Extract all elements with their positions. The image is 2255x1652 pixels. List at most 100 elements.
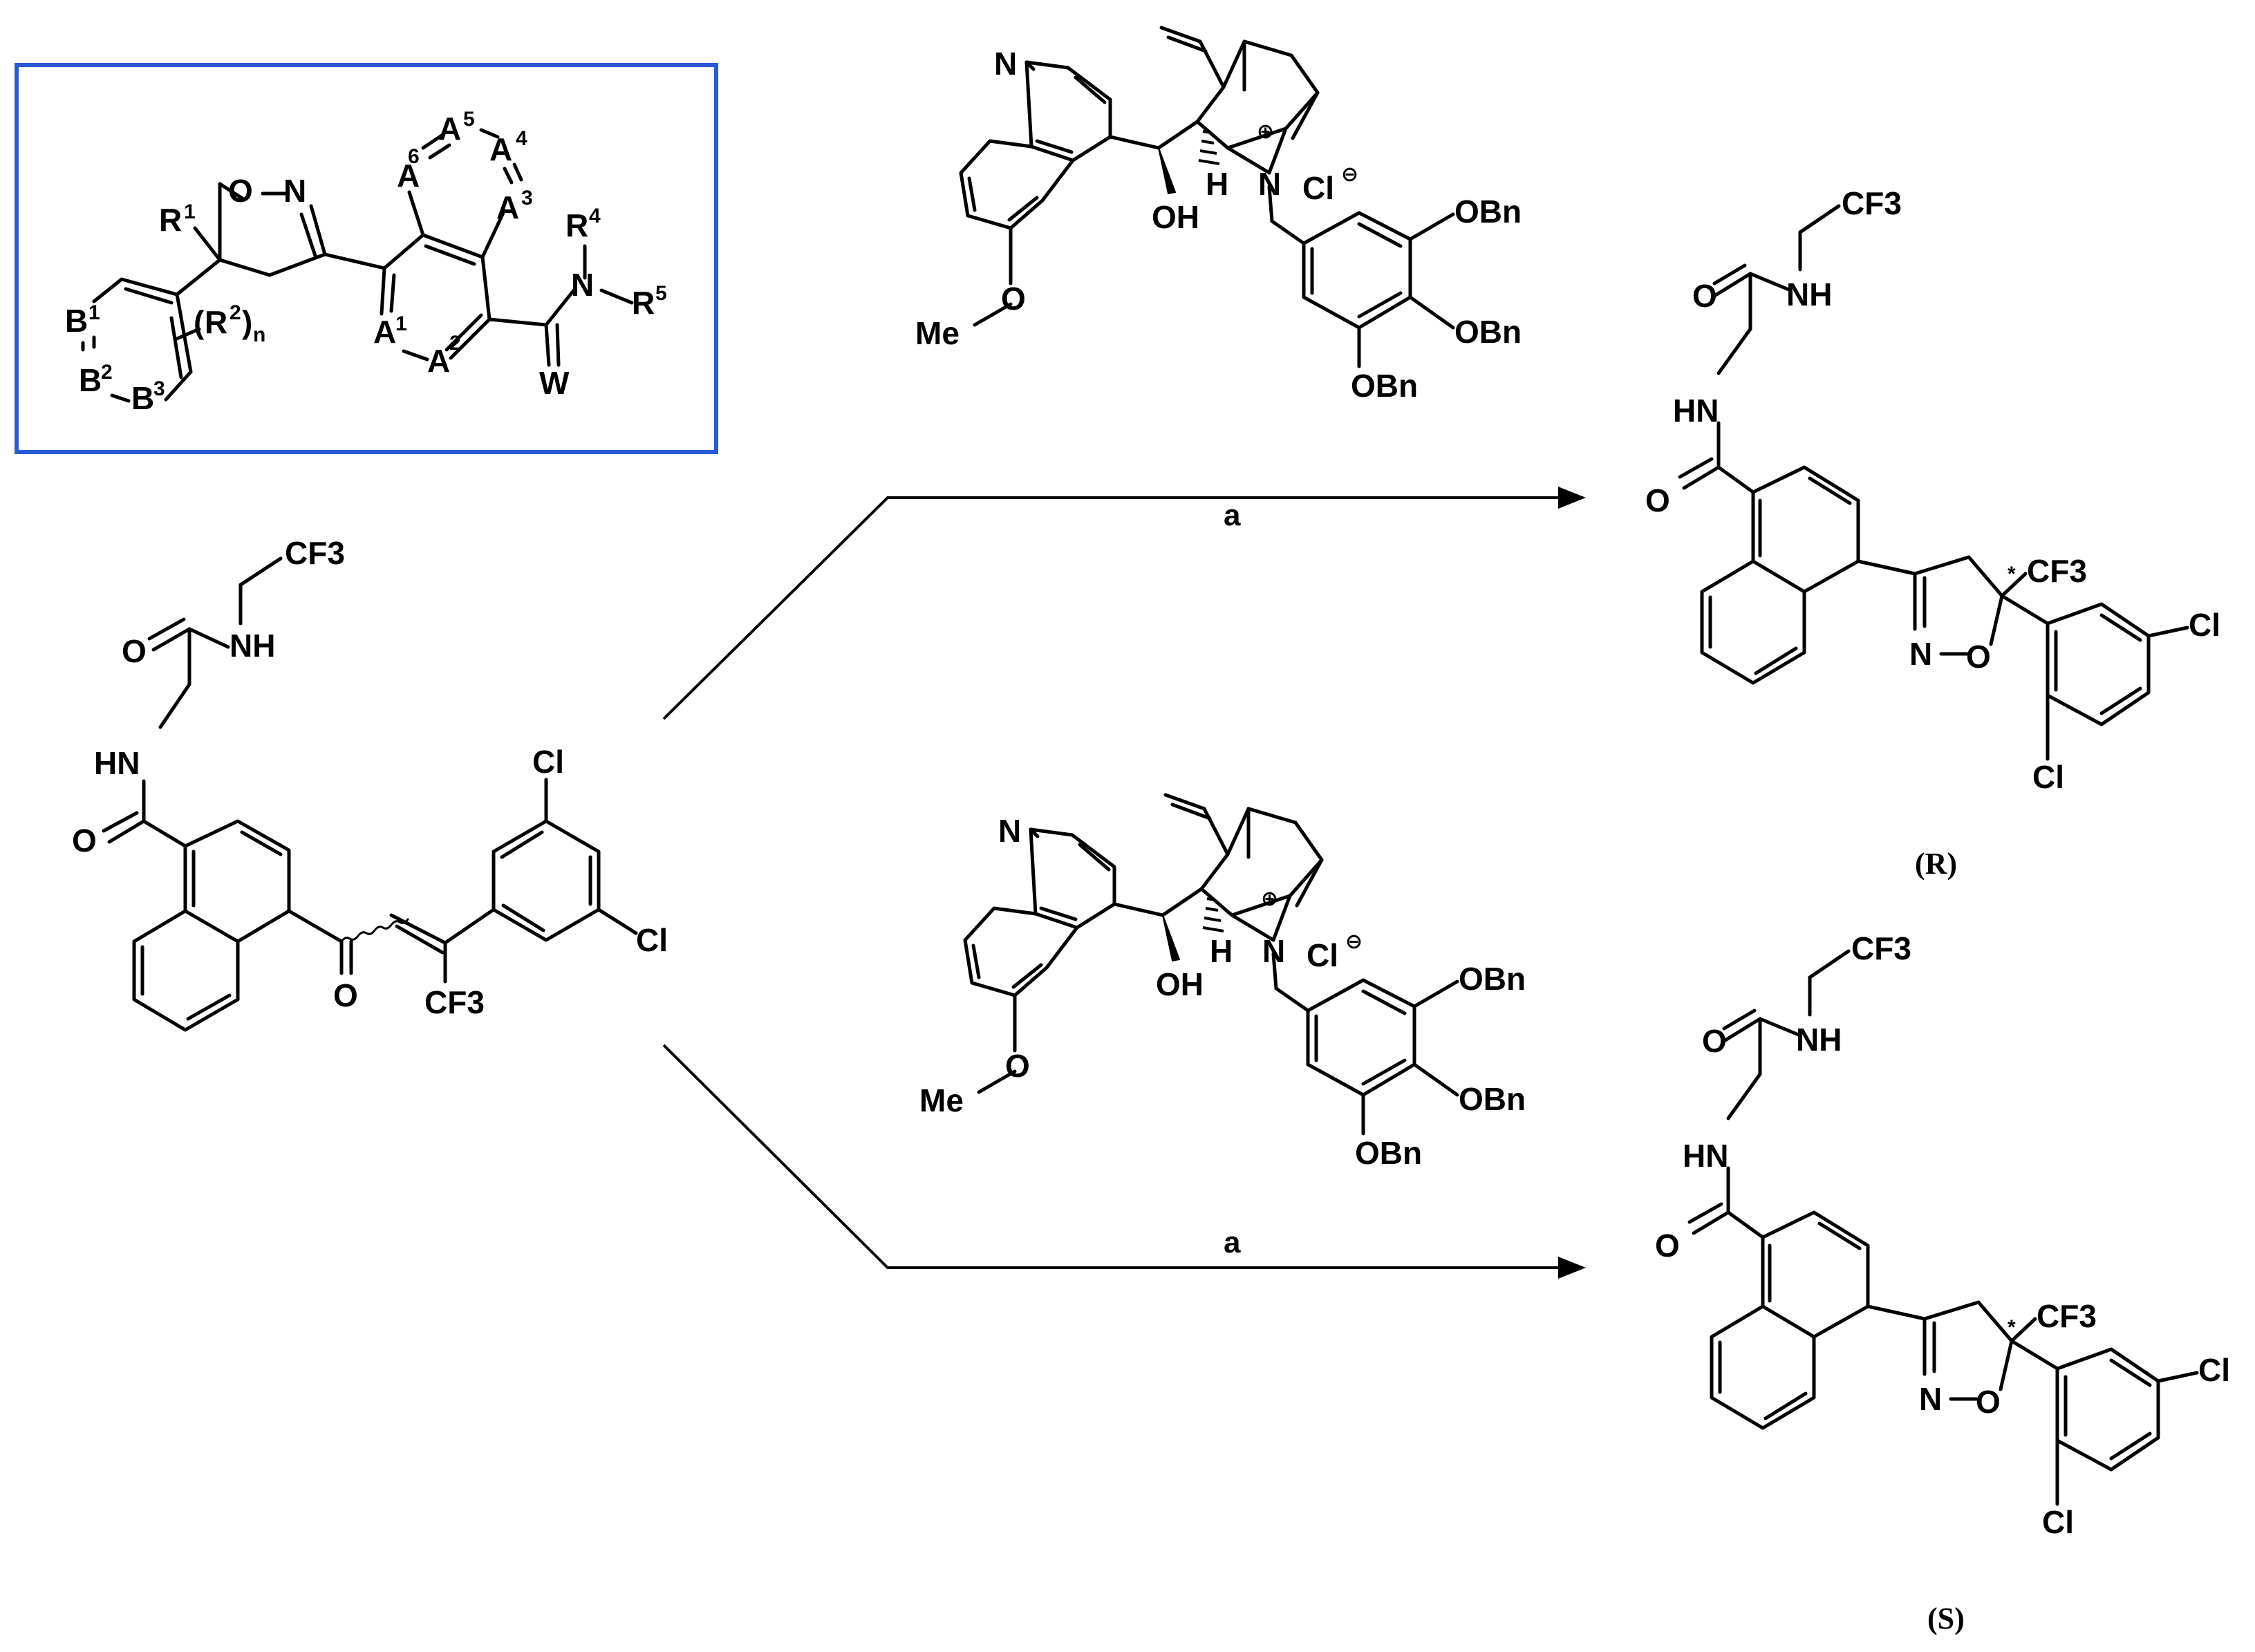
generic-A4: A: [489, 131, 512, 167]
catalyst-bottom-OBn1: OBn: [1459, 961, 1526, 997]
generic-R1-sup: 1: [184, 200, 196, 223]
generic-A2: A: [427, 343, 450, 379]
arrow-bottom: a: [662, 1044, 1586, 1279]
catalyst-bottom-quinoline-N: N: [998, 813, 1021, 849]
product-S-CF3-top: CF3: [1851, 930, 1911, 966]
product-S-CF3: CF3: [2037, 1298, 2097, 1334]
generic-B2: B: [79, 362, 102, 398]
generic-W: W: [539, 365, 570, 401]
arrow-bottom-label: a: [1224, 1226, 1241, 1259]
catalyst-bottom-Cl: Cl: [1307, 937, 1338, 973]
product-R-ring-O: O: [1966, 639, 1991, 675]
product-S-ring-N: N: [1919, 1381, 1942, 1417]
generic-n: n: [253, 323, 265, 346]
catalyst-top-quinuclidine-N: N: [1258, 166, 1281, 202]
product-S: CF3 NH O HN O * CF3 N O Cl Cl (S): [1655, 930, 2230, 1635]
starting-material: CF3 NH O HN O O Cl Cl CF3: [72, 535, 668, 1032]
product-S-ring-O: O: [1976, 1384, 2001, 1420]
catalyst-bottom-OBn2: OBn: [1459, 1081, 1526, 1117]
catalyst-top-plus: ⊕: [1257, 120, 1274, 143]
generic-ring-N: N: [283, 173, 306, 209]
catalyst-top-OBn3: OBn: [1351, 368, 1418, 404]
product-R-Cl2: Cl: [2032, 759, 2064, 795]
generic-B1-sup: 1: [88, 301, 100, 324]
generic-B1: B: [65, 303, 88, 339]
product-R-CF3-top: CF3: [1842, 185, 1902, 221]
product-R-HN: HN: [1673, 393, 1719, 429]
product-S-HN: HN: [1683, 1138, 1728, 1174]
catalyst-top-OBn1: OBn: [1454, 194, 1522, 229]
catalyst-bottom-plus: ⊕: [1261, 888, 1278, 910]
start-CF3-alkene: CF3: [424, 984, 485, 1020]
product-R-CF3: CF3: [2027, 553, 2087, 589]
catalyst-bottom-OBn3: OBn: [1355, 1135, 1422, 1171]
label-S: (S): [1927, 1602, 1965, 1635]
generic-R5-sup: 5: [655, 282, 667, 305]
generic-A1: A: [373, 314, 396, 350]
product-R-O2: O: [1645, 482, 1670, 518]
generic-R2-sup: 2: [230, 301, 241, 324]
catalyst-bottom-Me: Me: [919, 1082, 964, 1118]
product-S-NH: NH: [1796, 1022, 1842, 1058]
start-NH: NH: [230, 628, 275, 664]
generic-R2-lparen: (: [194, 304, 205, 340]
product-S-Cl1: Cl: [2198, 1352, 2230, 1388]
product-S-O1: O: [1702, 1023, 1727, 1059]
catalyst-top-OH: OH: [1152, 199, 1199, 235]
generic-A5: A: [438, 111, 461, 147]
product-R-ring-N: N: [1909, 636, 1932, 672]
start-Cl1: Cl: [532, 744, 564, 780]
catalyst-top-O: O: [1001, 281, 1026, 317]
catalyst-bottom-H: H: [1210, 933, 1233, 969]
generic-A6: A: [397, 158, 420, 194]
generic-B2-sup: 2: [101, 361, 113, 384]
generic-R4: R: [565, 207, 588, 243]
generic-ring-O: O: [228, 173, 253, 209]
generic-A4-sup: 4: [516, 127, 527, 150]
generic-R2: R: [205, 304, 227, 340]
product-R-NH: NH: [1786, 276, 1832, 312]
generic-A6-sup: 6: [408, 145, 420, 168]
catalyst-top-OBn2: OBn: [1454, 314, 1522, 350]
generic-amide-N: N: [571, 267, 594, 303]
product-R-stereo-star: *: [2008, 563, 2016, 585]
catalyst-top-H: H: [1206, 166, 1228, 202]
generic-A3-sup: 3: [521, 187, 533, 209]
start-HN: HN: [94, 745, 140, 781]
catalyst-bottom-O: O: [1005, 1048, 1030, 1084]
catalyst-bottom-OH: OH: [1156, 966, 1204, 1002]
catalyst-top-Cl: Cl: [1302, 170, 1334, 206]
generic-frame: [15, 63, 718, 454]
generic-A5-sup: 5: [463, 108, 475, 131]
catalyst-top-quinoline-N: N: [994, 46, 1017, 82]
product-R-O1: O: [1692, 278, 1717, 314]
product-R: CF3 NH O HN O * CF3 N O Cl Cl (R): [1645, 185, 2220, 881]
arrow-top: a: [662, 487, 1586, 720]
arrow-top-label: a: [1224, 498, 1241, 532]
generic-structure: O N R 1 ( R 2 ) n B 1 B 2 B 3 A 1 A 2 A …: [15, 63, 718, 454]
product-S-stereo-star: *: [2008, 1316, 2016, 1339]
start-ketone-O: O: [333, 977, 358, 1013]
generic-R1: R: [159, 202, 182, 238]
product-S-O2: O: [1655, 1228, 1680, 1264]
label-R: (R): [1915, 847, 1957, 881]
generic-A2-sup: 2: [449, 332, 461, 355]
start-CF3-top: CF3: [285, 535, 345, 571]
generic-R5: R: [632, 285, 655, 321]
product-S-Cl2: Cl: [2042, 1504, 2074, 1540]
generic-B3-sup: 3: [153, 377, 165, 400]
catalyst-bottom-quinuclidine-N: N: [1262, 933, 1285, 969]
catalyst-bottom-minus: ⊖: [1345, 930, 1363, 953]
generic-A3: A: [496, 189, 519, 225]
catalyst-bottom: N N ⊕ Cl ⊖ OH H O Me OBn OBn OBn: [919, 795, 1526, 1171]
start-Cl2: Cl: [636, 922, 668, 958]
start-amide-O1: O: [122, 633, 147, 669]
generic-R2-rparen: ): [242, 304, 252, 340]
generic-A1-sup: 1: [395, 312, 407, 335]
product-R-Cl1: Cl: [2189, 607, 2220, 643]
catalyst-top-minus: ⊖: [1341, 163, 1358, 186]
generic-R4-sup: 4: [589, 205, 601, 227]
generic-B3: B: [131, 380, 154, 416]
